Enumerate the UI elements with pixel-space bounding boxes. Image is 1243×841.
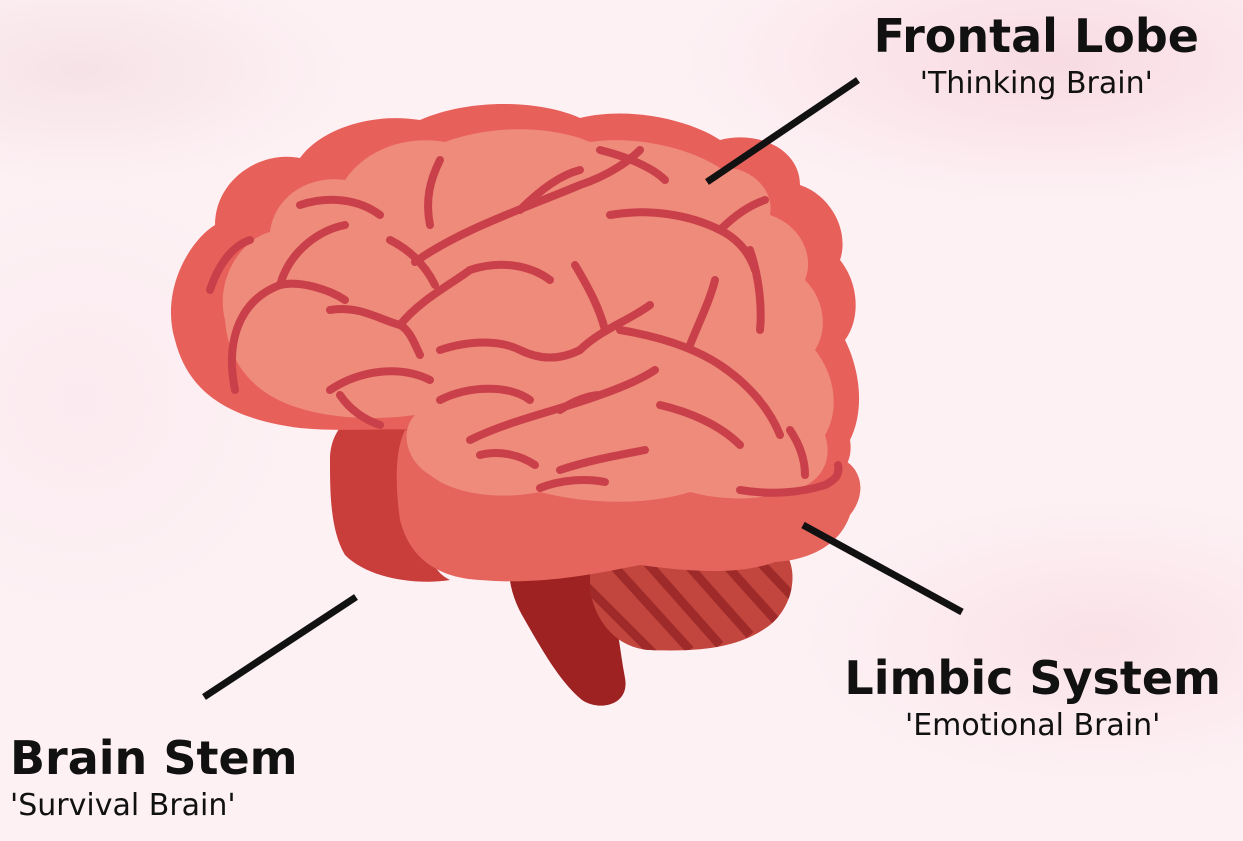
limbic-system-title: Limbic System	[844, 650, 1221, 706]
brain-stem-title: Brain Stem	[10, 730, 298, 786]
brain-stem-subtitle: 'Survival Brain'	[10, 786, 298, 826]
frontal-lobe-title: Frontal Lobe	[874, 8, 1199, 64]
brain-stem-leader-line	[204, 597, 356, 697]
limbic-system-leader-line	[803, 525, 962, 612]
frontal-lobe-label: Frontal Lobe 'Thinking Brain'	[874, 8, 1199, 104]
limbic-system-label: Limbic System 'Emotional Brain'	[844, 650, 1221, 746]
brain-stem-label: Brain Stem 'Survival Brain'	[10, 730, 298, 826]
frontal-lobe-subtitle: 'Thinking Brain'	[874, 64, 1199, 104]
limbic-system-subtitle: 'Emotional Brain'	[844, 706, 1221, 746]
